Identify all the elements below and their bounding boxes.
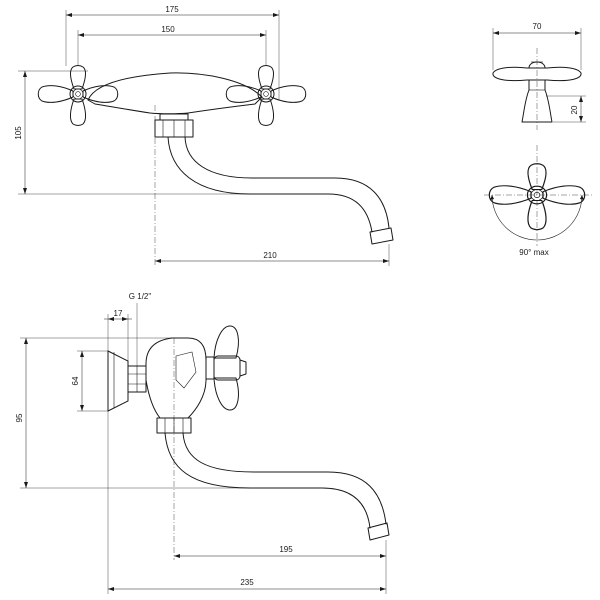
dim-flange-height: 64 bbox=[71, 350, 108, 412]
dim-flange-height-label: 64 bbox=[71, 376, 80, 385]
handle-detail-view: 70 20 90° max bbox=[484, 22, 592, 257]
dim-offset: 17 bbox=[104, 309, 132, 361]
dim-handle-width: 70 bbox=[492, 22, 582, 70]
thread-label: G 1/2" bbox=[129, 292, 152, 301]
dim-side-spout-reach-label: 195 bbox=[279, 545, 293, 554]
front-body bbox=[87, 72, 263, 138]
dim-overall-width-label: 175 bbox=[165, 5, 179, 14]
side-handle bbox=[213, 325, 247, 411]
dim-height: 105 bbox=[14, 70, 250, 195]
front-view: 175 150 105 210 bbox=[14, 5, 394, 266]
wall-flange bbox=[107, 350, 129, 412]
rotation-label: 90° max bbox=[519, 248, 548, 257]
dim-side-height-label: 95 bbox=[15, 413, 24, 422]
dim-handle-spacing-label: 150 bbox=[161, 25, 175, 34]
dim-handle-height-label: 20 bbox=[570, 105, 579, 114]
front-handle-right bbox=[225, 65, 307, 126]
handle-top-view: 90° max bbox=[484, 145, 592, 257]
dim-total-depth-label: 235 bbox=[240, 578, 254, 587]
dim-handle-height: 20 bbox=[546, 95, 586, 123]
dim-handle-spacing: 150 bbox=[77, 25, 267, 66]
dim-spout-reach: 210 bbox=[154, 105, 390, 266]
dim-side-spout-reach: 195 bbox=[173, 338, 387, 560]
side-view: G 1/2" 17 64 95 bbox=[15, 292, 390, 594]
dim-total-depth: 235 bbox=[107, 411, 387, 594]
front-spout bbox=[167, 136, 394, 245]
front-handle-left bbox=[37, 65, 119, 126]
side-body bbox=[145, 337, 215, 434]
dim-side-height: 95 bbox=[15, 337, 250, 489]
dim-handle-width-label: 70 bbox=[533, 22, 542, 31]
dim-height-label: 105 bbox=[14, 126, 23, 140]
dim-overall-width: 175 bbox=[65, 5, 280, 100]
dim-offset-label: 17 bbox=[114, 309, 123, 318]
thread-connector bbox=[127, 365, 147, 393]
dim-spout-reach-label: 210 bbox=[263, 251, 277, 260]
side-spout bbox=[164, 432, 390, 541]
handle-side-profile bbox=[492, 48, 582, 130]
